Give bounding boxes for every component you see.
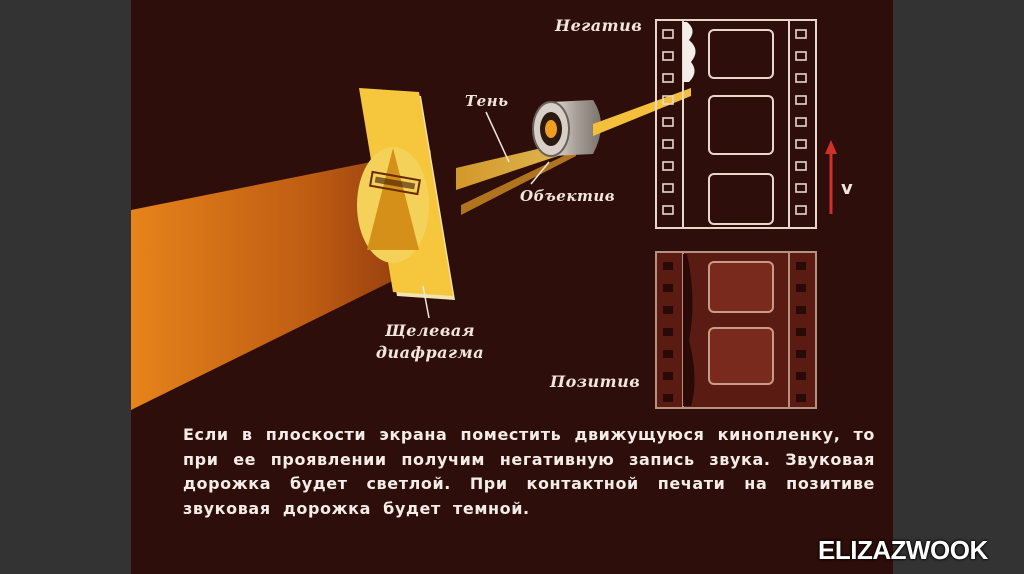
positive-film <box>656 252 816 408</box>
slit-diaphragm-label: Щелевая диафрагма <box>355 320 505 364</box>
watermark-logo: ELIZAZWOOK <box>818 535 988 566</box>
negative-film <box>656 20 816 228</box>
focused-ray <box>593 88 691 136</box>
lens-objective <box>533 100 601 156</box>
slide: Негатив Тень Объектив Щелевая диафрагма … <box>131 0 893 574</box>
positive-label: Позитив <box>550 372 640 391</box>
film-motion-arrow <box>825 140 837 214</box>
negative-sound-track <box>683 22 696 82</box>
motion-mark: v <box>841 178 853 199</box>
lens-label: Объектив <box>520 187 615 205</box>
slide-caption: Если в плоскости экрана поместить движущ… <box>183 423 875 521</box>
sound-recording-diagram <box>131 0 893 420</box>
negative-label: Негатив <box>555 16 642 35</box>
shadow-label: Тень <box>465 92 509 110</box>
